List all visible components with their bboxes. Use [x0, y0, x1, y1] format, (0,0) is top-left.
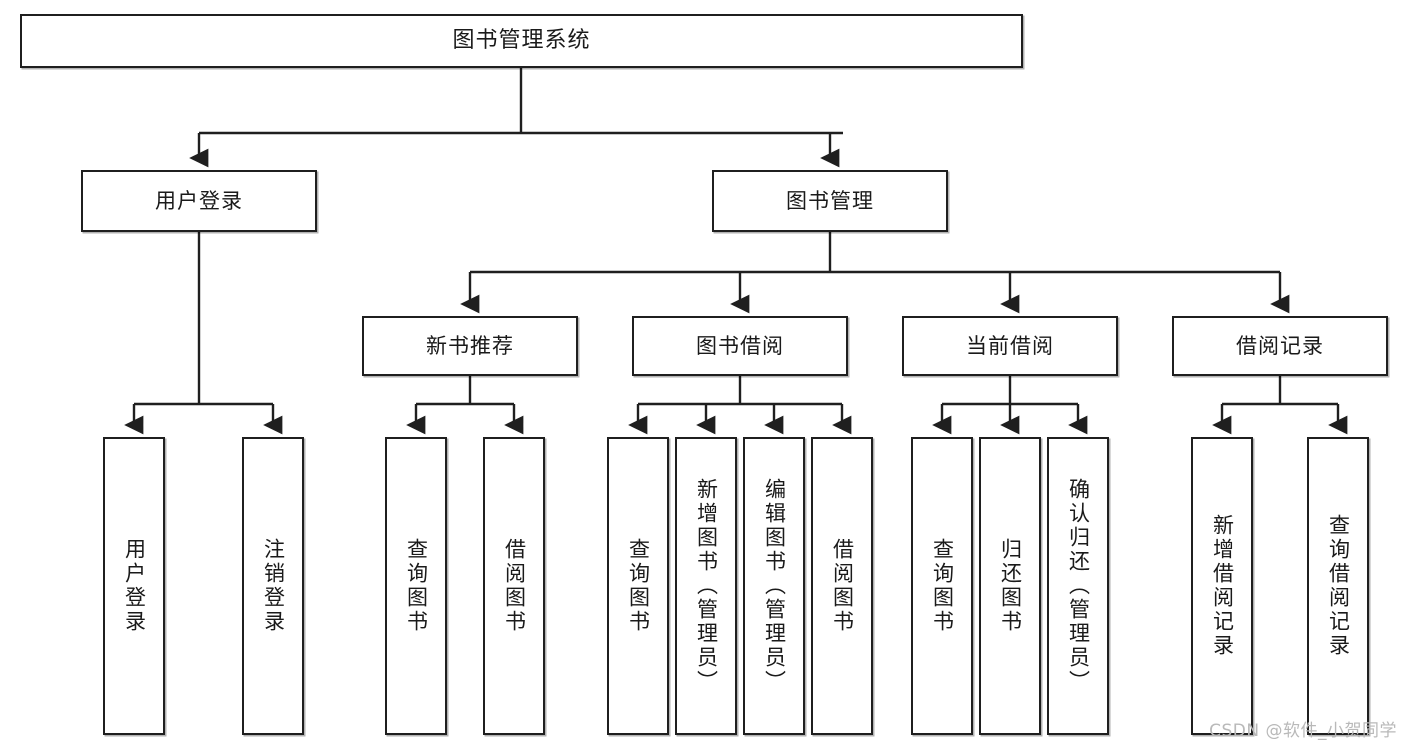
node-current-borrow-label: 当前借阅	[966, 333, 1054, 358]
node-root[interactable]: 图书管理系统	[20, 14, 1023, 68]
leaf-add-record[interactable]: 新增借阅记录	[1191, 437, 1253, 735]
leaf-edit-book-label: 编辑图书（管理员）	[762, 478, 787, 694]
leaf-confirm-return[interactable]: 确认归还（管理员）	[1047, 437, 1109, 735]
leaf-query-record-label: 查询借阅记录	[1326, 514, 1351, 658]
node-current-borrow[interactable]: 当前借阅	[902, 316, 1118, 376]
leaf-add-book[interactable]: 新增图书（管理员）	[675, 437, 737, 735]
leaf-query-record[interactable]: 查询借阅记录	[1307, 437, 1369, 735]
node-root-label: 图书管理系统	[452, 28, 591, 54]
node-book-manage-label: 图书管理	[786, 188, 874, 213]
leaf-confirm-return-label: 确认归还（管理员）	[1066, 478, 1091, 694]
leaf-query-book-3-label: 查询图书	[930, 538, 955, 634]
leaf-user-logout-label: 注销登录	[261, 538, 286, 634]
leaf-add-book-label: 新增图书（管理员）	[694, 478, 719, 694]
leaf-query-book-3[interactable]: 查询图书	[911, 437, 973, 735]
leaf-user-login-label: 用户登录	[122, 538, 147, 634]
leaf-query-book-2[interactable]: 查询图书	[607, 437, 669, 735]
node-new-book-recommend[interactable]: 新书推荐	[362, 316, 578, 376]
leaf-query-book-1-label: 查询图书	[404, 538, 429, 634]
node-user-login-label: 用户登录	[155, 188, 243, 213]
leaf-return-book[interactable]: 归还图书	[979, 437, 1041, 735]
leaf-borrow-book-1[interactable]: 借阅图书	[483, 437, 545, 735]
leaf-borrow-book-2-label: 借阅图书	[830, 538, 855, 634]
node-book-borrow-label: 图书借阅	[696, 333, 784, 358]
leaf-add-record-label: 新增借阅记录	[1210, 514, 1235, 658]
node-book-manage[interactable]: 图书管理	[712, 170, 948, 232]
node-borrow-record[interactable]: 借阅记录	[1172, 316, 1388, 376]
leaf-query-book-1[interactable]: 查询图书	[385, 437, 447, 735]
leaf-borrow-book-1-label: 借阅图书	[502, 538, 527, 634]
leaf-return-book-label: 归还图书	[998, 538, 1023, 634]
leaf-edit-book[interactable]: 编辑图书（管理员）	[743, 437, 805, 735]
node-book-borrow[interactable]: 图书借阅	[632, 316, 848, 376]
node-borrow-record-label: 借阅记录	[1236, 333, 1324, 358]
leaf-borrow-book-2[interactable]: 借阅图书	[811, 437, 873, 735]
node-user-login[interactable]: 用户登录	[81, 170, 317, 232]
leaf-query-book-2-label: 查询图书	[626, 538, 651, 634]
watermark-text: CSDN @软件_小贺同学	[1209, 721, 1397, 741]
node-new-book-recommend-label: 新书推荐	[426, 333, 514, 358]
leaf-user-logout[interactable]: 注销登录	[242, 437, 304, 735]
leaf-user-login[interactable]: 用户登录	[103, 437, 165, 735]
